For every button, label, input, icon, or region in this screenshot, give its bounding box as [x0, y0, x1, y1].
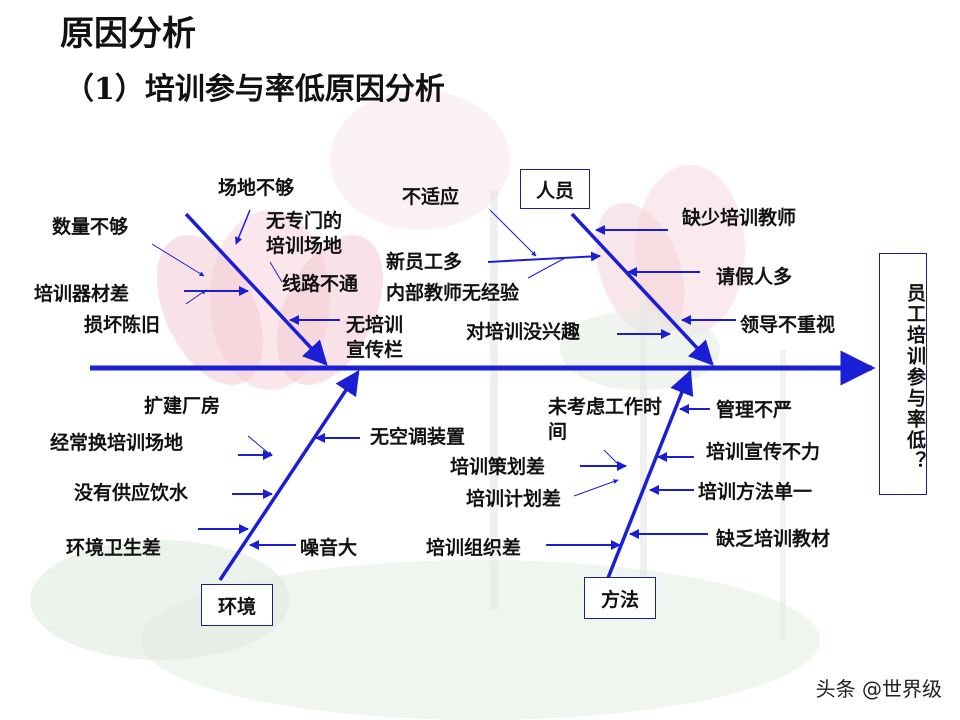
lotus-stem	[640, 300, 647, 620]
cause-lingdao: 领导不重视	[740, 314, 836, 336]
cause-gongzuo-line2: 间	[548, 421, 568, 443]
cause-que-jiaoshi: 缺少培训教师	[682, 207, 797, 229]
cause-qicai-cha: 培训器材差	[34, 283, 130, 305]
page-subtitle: （1）培训参与率低原因分析	[64, 72, 445, 107]
lotus-petal	[330, 90, 510, 230]
lotus-stem	[780, 350, 786, 640]
bone-renyuan	[570, 212, 714, 366]
sub-arrow	[247, 435, 273, 457]
cause-xuanchuan-buli: 培训宣传不力	[706, 441, 821, 463]
cause-guanli: 管理不严	[716, 399, 793, 421]
cause-xuanchuanlan-line1: 无培训	[346, 314, 404, 336]
effect-box: 员工培训参与率低？	[879, 253, 927, 495]
cause-huan-changdi: 经常换培训场地	[50, 432, 184, 454]
cause-kuojian: 扩建厂房	[144, 395, 221, 417]
cause-jihua: 培训计划差	[466, 488, 562, 510]
category-box-fangfa: 方法	[584, 577, 656, 619]
cause-xuanchuanlan-line2: 宣传栏	[346, 339, 404, 361]
cause-jiaocai: 缺乏培训教材	[716, 528, 831, 550]
watermark: 头条 @世界级	[815, 677, 942, 701]
cause-wu-zhuanmen-line2: 培训场地	[266, 235, 343, 257]
cause-sunhuai-chenjiu: 损坏陈旧	[84, 314, 161, 336]
bone-fangfa	[606, 369, 694, 579]
cause-mei-xingqu: 对培训没兴趣	[466, 321, 581, 343]
sub-arrow	[235, 209, 251, 245]
cause-wu-zhuanmen-line1: 无专门的	[266, 210, 343, 232]
cause-weisheng: 环境卫生差	[66, 537, 162, 559]
cause-zaoyin: 噪音大	[300, 537, 358, 559]
cause-gongzuo-line1: 未考虑工作时	[548, 396, 663, 418]
sub-arrow	[489, 209, 537, 257]
cause-neibu-jiaoshi: 内部教师无经验	[386, 282, 520, 304]
bone-changdi	[184, 212, 328, 366]
cause-kongtiao: 无空调装置	[370, 426, 466, 448]
cause-xianlu-butong: 线路不通	[282, 273, 359, 295]
cause-bu-shiying: 不适应	[402, 186, 460, 208]
sub-arrow	[487, 251, 601, 263]
lotus-petal	[157, 235, 263, 385]
sub-arrow	[151, 243, 205, 277]
cause-yinshui: 没有供应饮水	[74, 482, 189, 504]
sub-arrow	[185, 289, 207, 305]
lotus-stem	[490, 190, 498, 610]
category-box-renyuan: 人员	[520, 169, 590, 209]
bone-huanjing	[218, 369, 360, 581]
cause-zuzhi: 培训组织差	[426, 537, 522, 559]
sub-arrow	[269, 261, 283, 283]
category-box-huanjing: 环境	[201, 584, 273, 626]
sub-arrow	[603, 449, 621, 467]
page-title: 原因分析	[60, 14, 196, 54]
sub-arrow	[527, 257, 566, 279]
cause-xin-yuangong: 新员工多	[386, 251, 463, 273]
cause-qingjia: 请假人多	[716, 266, 793, 288]
cause-changdi-bugou: 场地不够	[218, 177, 295, 199]
cause-fangfa-danyi: 培训方法单一	[698, 481, 813, 503]
cause-cehua: 培训策划差	[450, 456, 546, 478]
cause-shuliang-bugou: 数量不够	[52, 216, 129, 238]
sub-arrow	[573, 479, 619, 497]
lotus-petal	[595, 202, 685, 338]
